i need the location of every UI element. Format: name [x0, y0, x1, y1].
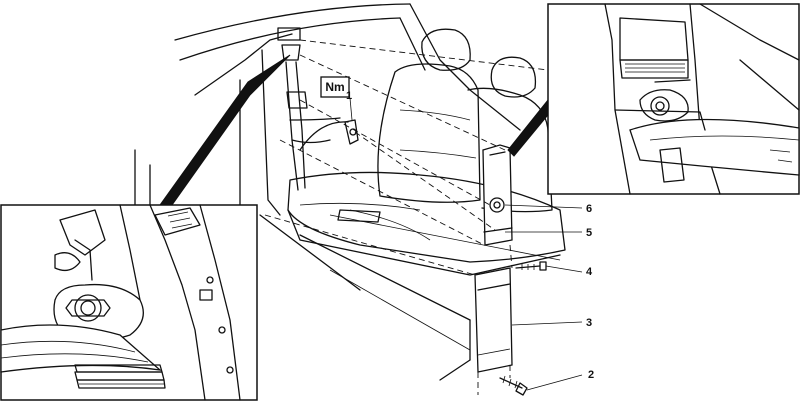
callout-labels: 1 2 3 4 5 6	[346, 90, 594, 381]
detail-inset-right	[547, 3, 800, 195]
b-pillar-belt	[277, 27, 341, 191]
trim-panel	[474, 267, 513, 373]
right-zoom-pointer	[507, 99, 553, 157]
projection-lines	[264, 39, 549, 395]
car-body	[134, 3, 521, 381]
left-zoom-pointer	[159, 54, 291, 206]
torque-badge: Nm	[320, 76, 350, 98]
leader-lines	[349, 97, 583, 391]
screw-4	[515, 261, 547, 271]
callout-5: 5	[586, 227, 592, 239]
screw-2	[499, 375, 528, 396]
buckle-cable	[299, 119, 359, 151]
callout-6: 6	[586, 203, 592, 215]
callout-4: 4	[586, 266, 593, 278]
rear-seat	[287, 28, 566, 276]
torque-badge-text: Nm	[325, 80, 344, 94]
callout-1: 1	[346, 90, 352, 102]
belt-guide-bracket	[482, 144, 513, 246]
detail-inset-left	[0, 204, 258, 401]
callout-2: 2	[588, 369, 594, 381]
callout-3: 3	[586, 317, 592, 329]
